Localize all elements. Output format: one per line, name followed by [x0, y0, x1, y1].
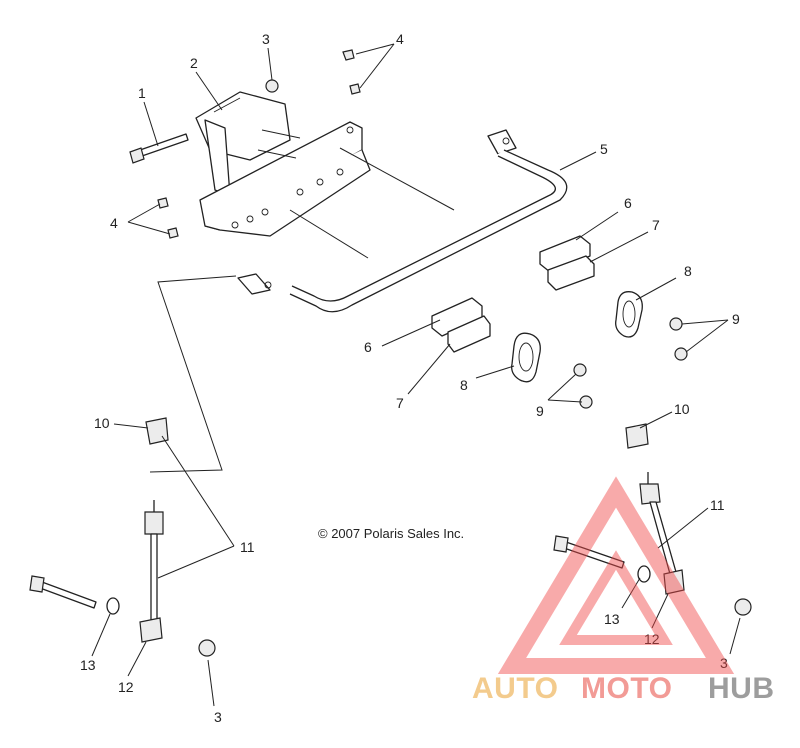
callout-3: 3 [214, 709, 222, 725]
callout-12: 12 [644, 631, 660, 647]
mounting-bracket-part-2 [195, 91, 371, 237]
stabilizer-bar-part-5 [237, 129, 568, 313]
callout-3: 3 [720, 655, 728, 671]
bushing-upper-part-6-right [539, 235, 591, 273]
callout-6: 6 [364, 339, 372, 355]
callout-labels: 1 2 3 4 4 5 6 7 6 7 8 8 9 9 10 10 11 11 … [80, 31, 740, 725]
bolt-part-1 [129, 133, 189, 164]
callout-9: 9 [536, 403, 544, 419]
callout-10: 10 [94, 415, 110, 431]
callout-3: 3 [262, 31, 270, 47]
mount-part-10 [145, 417, 649, 449]
watermark-word-hub: HUB [708, 672, 775, 705]
callout-8: 8 [460, 377, 468, 393]
leader-lines [91, 43, 741, 707]
callout-13: 13 [604, 611, 620, 627]
callout-9: 9 [732, 311, 740, 327]
link-end-part-12 [139, 569, 685, 643]
bolt-part-4 [157, 49, 361, 239]
callout-5: 5 [600, 141, 608, 157]
callout-4: 4 [110, 215, 118, 231]
watermark-triangle-outer [497, 476, 735, 674]
bushing-lower-part-7-left [447, 315, 491, 353]
watermark-word-auto: AUTO [472, 672, 558, 705]
callout-4: 4 [396, 31, 404, 47]
bolt-part-13 [29, 535, 651, 615]
bushing-lower-part-7-right [547, 255, 595, 291]
link-part-11-left [144, 500, 164, 621]
callout-12: 12 [118, 679, 134, 695]
watermark-word-moto: MOTO [581, 672, 672, 705]
watermark-triangle-inner [559, 550, 673, 645]
callout-2: 2 [190, 55, 198, 71]
clamp-part-8-left [511, 332, 541, 383]
callout-6: 6 [624, 195, 632, 211]
clamp-part-8-right [615, 291, 643, 338]
callout-8: 8 [684, 263, 692, 279]
automotohub-watermark-logo: AUTO MOTO HUB [472, 476, 775, 705]
nut-part-3 [198, 79, 752, 657]
link-part-11-right [639, 472, 677, 575]
callout-11: 11 [240, 539, 255, 555]
callout-7: 7 [652, 217, 660, 233]
copyright-notice: © 2007 Polaris Sales Inc. [318, 526, 464, 541]
callout-1: 1 [138, 85, 146, 101]
callout-11: 11 [710, 497, 725, 513]
callout-7: 7 [396, 395, 404, 411]
callout-13: 13 [80, 657, 96, 673]
callout-10: 10 [674, 401, 690, 417]
